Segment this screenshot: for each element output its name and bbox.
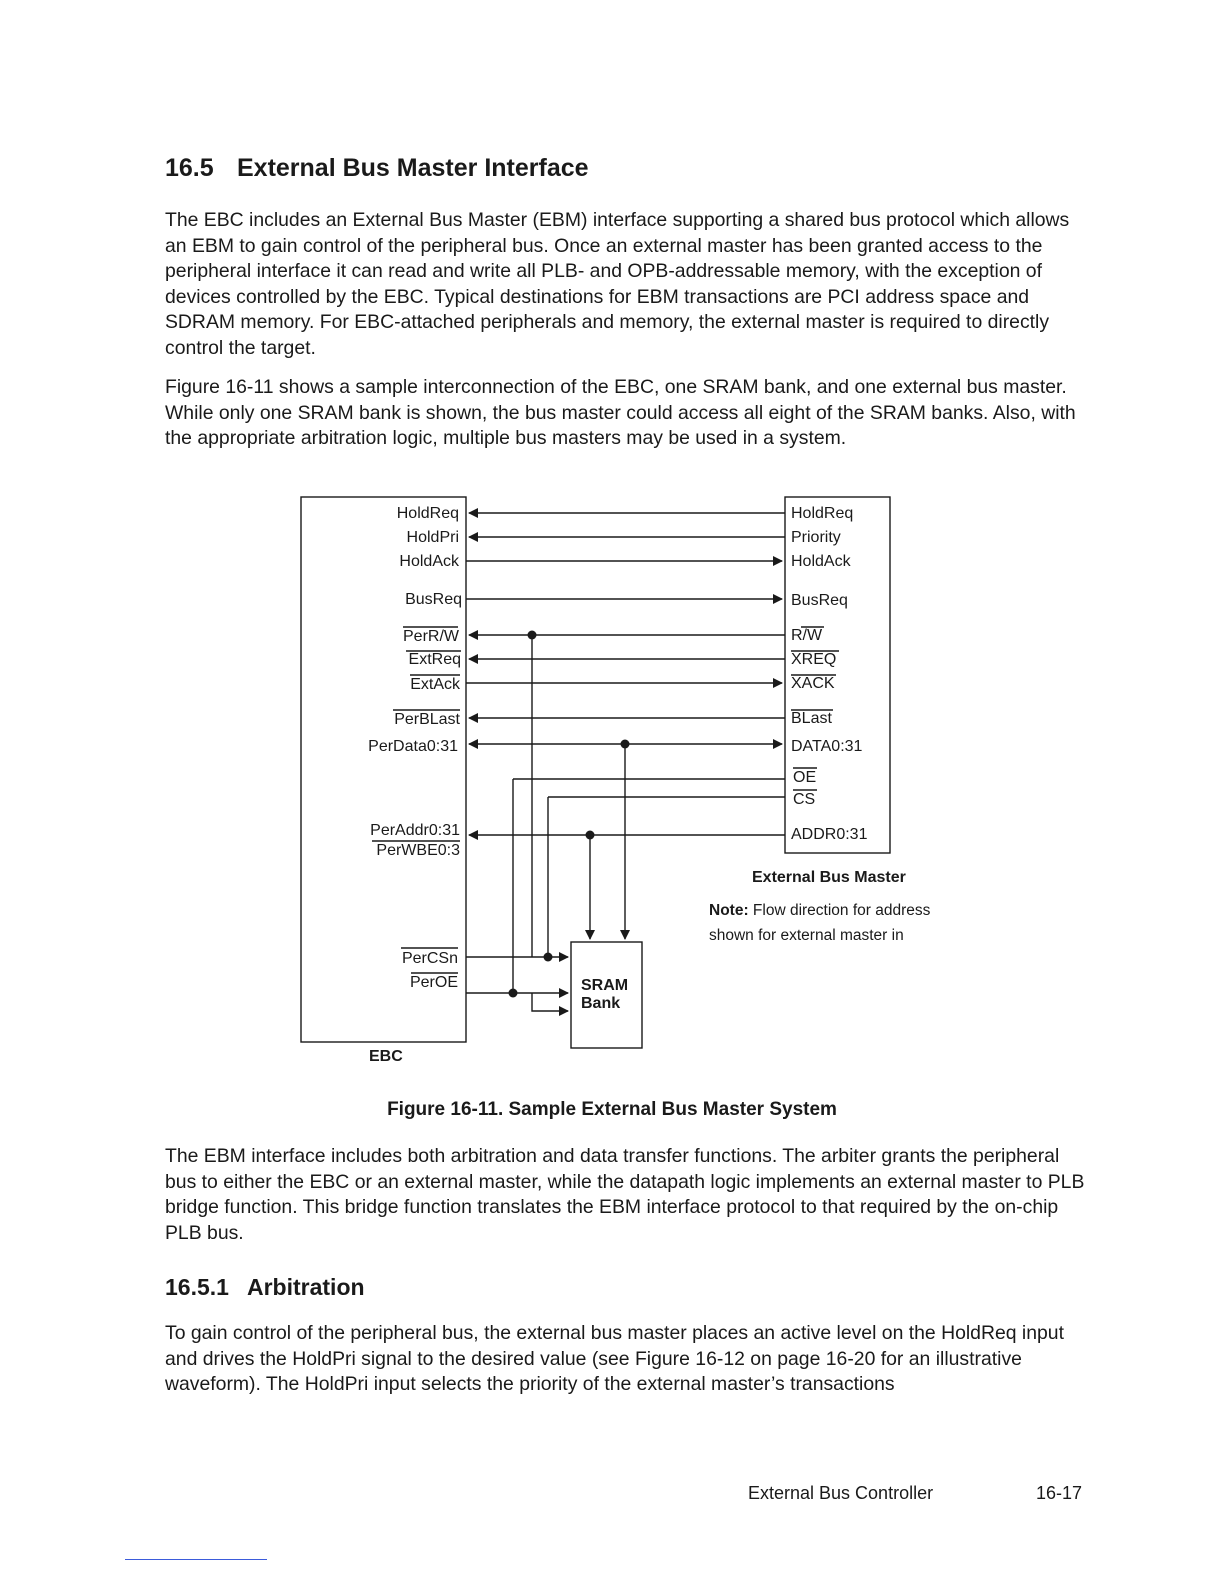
ebm-label: External Bus Master: [752, 869, 906, 886]
section-number: 16.5: [165, 154, 214, 182]
ebm-block: [784, 496, 891, 854]
ebm-sig-xreq: XREQ: [791, 651, 836, 668]
rw-to-sram: [531, 993, 569, 1016]
junction-data: [620, 739, 630, 749]
section-heading: 16.5 External Bus Master Interface: [165, 154, 589, 183]
ebc-sig-extack: ExtAck: [410, 676, 461, 693]
figure-note-line1: Note: Flow direction for address: [709, 902, 931, 919]
ebm-sig-data: DATA0:31: [791, 738, 863, 755]
junction-oe: [508, 988, 518, 998]
ebc-sig-perblast: PerBLast: [394, 711, 460, 728]
subsection-title: Arbitration: [247, 1274, 365, 1300]
ebm-sig-blast: BLast: [791, 710, 832, 727]
paragraph-arbitration: To gain control of the peripheral bus, t…: [165, 1322, 1064, 1395]
ebc-sig-peroe: PerOE: [410, 974, 458, 991]
figure-note-text: Flow direction for address: [749, 902, 931, 919]
figure-note-bold: Note:: [709, 902, 749, 919]
paragraph-ebm-intro: The EBC includes an External Bus Master …: [165, 209, 1070, 359]
junction-cs: [543, 952, 553, 962]
footer-chapter-title: External Bus Controller: [748, 1483, 934, 1503]
ebm-system-diagram: HoldReq HoldPri HoldAck BusReq PerR/W Ex…: [300, 496, 931, 1065]
ebc-label: EBC: [369, 1048, 403, 1065]
footer-rule: [125, 1559, 267, 1560]
paragraph-figure-ref: Figure 16-11 shows a sample interconnect…: [165, 376, 1076, 449]
figure-note-line2: shown for external master in: [709, 927, 904, 944]
ebc-sig-peraddr: PerAddr0:31: [370, 822, 460, 839]
ebm-sig-addr: ADDR0:31: [791, 826, 868, 843]
junction-rw: [527, 630, 537, 640]
ebc-sig-busreq: BusReq: [405, 591, 462, 608]
ebc-block: [300, 496, 467, 1043]
ebm-sig-priority: Priority: [791, 529, 841, 546]
ebm-sig-holdack: HoldAck: [791, 553, 852, 570]
sram-block: [570, 941, 643, 1049]
figure-caption: Figure 16-11. Sample External Bus Master…: [387, 1099, 837, 1120]
sram-label-line2: Bank: [581, 995, 620, 1012]
ebm-sig-cs: CS: [793, 791, 815, 808]
ebc-sig-perdata: PerData0:31: [368, 738, 458, 755]
junction-addr: [585, 830, 595, 840]
sram-label-line1: SRAM: [581, 977, 628, 994]
ebc-sig-holdreq: HoldReq: [397, 505, 459, 522]
section-title: External Bus Master Interface: [237, 154, 589, 182]
ebm-sig-holdreq: HoldReq: [791, 505, 853, 522]
ebm-sig-busreq: BusReq: [791, 592, 848, 609]
subsection-number: 16.5.1: [165, 1274, 229, 1300]
ebc-sig-extreq: ExtReq: [409, 651, 461, 668]
ebm-sig-rw: R/W: [791, 627, 823, 644]
ebm-sig-xack: XACK: [791, 675, 835, 692]
ebc-sig-percsn: PerCSn: [402, 950, 458, 967]
ebc-sig-holdack: HoldAck: [399, 553, 460, 570]
ebm-sig-oe: OE: [793, 769, 816, 786]
ebc-sig-perwbe: PerWBE0:3: [376, 842, 460, 859]
ebc-sig-holdpri: HoldPri: [407, 529, 459, 546]
paragraph-ebm-functions: The EBM interface includes both arbitrat…: [165, 1145, 1085, 1244]
ebc-sig-perrw: PerR/W: [403, 628, 460, 645]
subsection-heading: 16.5.1 Arbitration: [165, 1274, 365, 1301]
footer-page-number: 16-17: [1036, 1483, 1083, 1503]
